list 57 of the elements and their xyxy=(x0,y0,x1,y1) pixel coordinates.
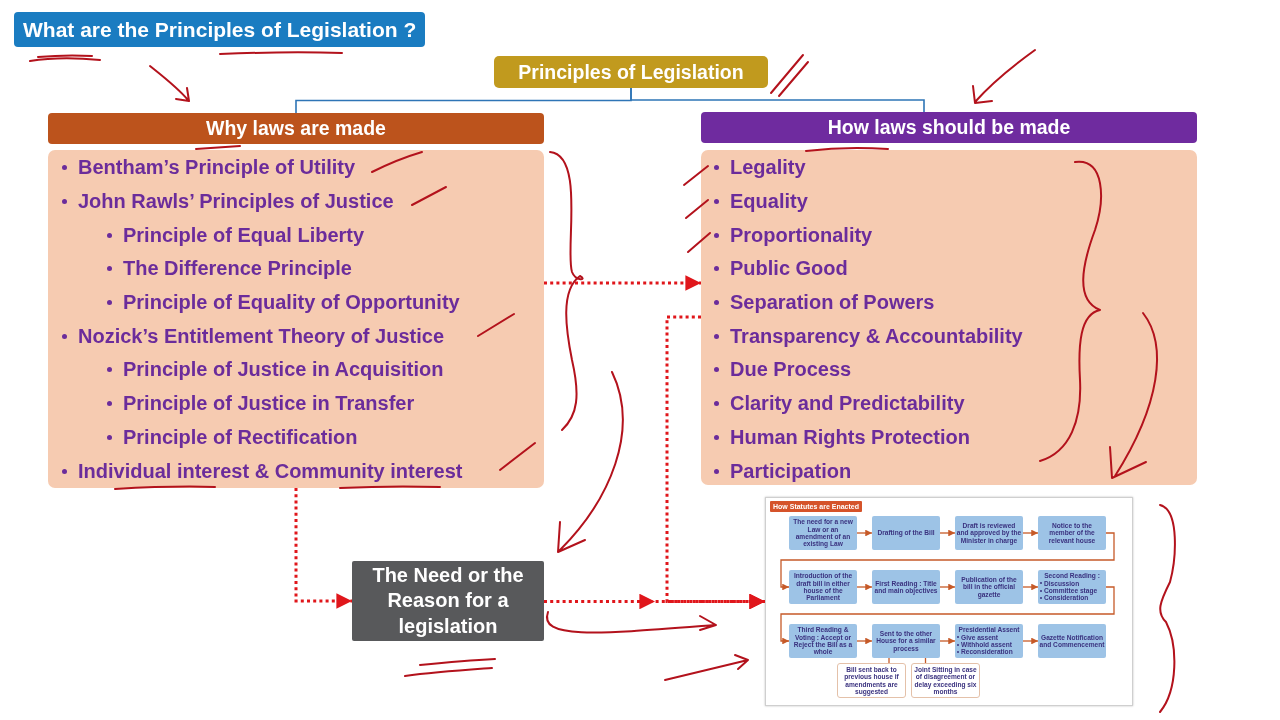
list-item: Separation of Powers xyxy=(730,291,935,315)
topic-label: Principles of Legislation xyxy=(518,60,744,84)
list-item: Participation xyxy=(730,459,852,483)
list-item: Due Process xyxy=(730,358,852,382)
connector-line xyxy=(630,87,925,113)
arrow xyxy=(780,586,1115,645)
arrow xyxy=(1022,583,1039,591)
list-panel xyxy=(701,150,1197,485)
arrow xyxy=(939,637,956,645)
list-item: Legality xyxy=(730,156,806,180)
list-item: Bentham’s Principle of Utility xyxy=(78,156,356,180)
topic-box xyxy=(494,56,768,88)
arrow xyxy=(1022,529,1039,537)
list-panel xyxy=(48,150,544,488)
list-item: Principle of Equal Liberty xyxy=(123,223,365,247)
step-box xyxy=(872,516,940,550)
header-bar xyxy=(701,112,1197,143)
header-bar xyxy=(48,113,544,144)
arrow xyxy=(544,275,701,291)
list-item: John Rawls’ Principles of Justice xyxy=(78,190,394,214)
arrow xyxy=(939,583,956,591)
inset-frame xyxy=(765,497,1133,706)
list-item: Principle of Equality of Opportunity xyxy=(123,291,460,315)
list-item: Transparency & Accountability xyxy=(730,324,1023,348)
step-box xyxy=(1038,570,1106,604)
arrow xyxy=(544,594,765,609)
step-box xyxy=(872,570,940,604)
reason-label: The Need or the Reason for a legislation xyxy=(371,562,525,639)
list-item: Individual interest & Community interest xyxy=(78,459,463,483)
list-item: Proportionality xyxy=(730,223,873,247)
header-label: How laws should be made xyxy=(827,116,1071,139)
arrow xyxy=(856,583,873,591)
list-item: The Difference Principle xyxy=(123,257,352,281)
arrow xyxy=(939,529,956,537)
list-item: Nozick’s Entitlement Theory of Justice xyxy=(78,324,444,348)
list-item: Principle of Justice in Acquisition xyxy=(123,358,444,382)
list-item: Clarity and Predictability xyxy=(730,392,965,416)
step-box xyxy=(1038,624,1106,658)
list-item: Principle of Justice in Transfer xyxy=(123,392,415,416)
note-box xyxy=(837,663,906,698)
arrow xyxy=(665,315,765,610)
connector-line xyxy=(924,657,927,664)
header-label: Why laws are made xyxy=(206,117,386,140)
list-item: Principle of Rectification xyxy=(123,425,358,449)
arrow xyxy=(294,488,352,609)
arrow xyxy=(780,532,1115,591)
list-item: Equality xyxy=(730,190,808,214)
connector-line xyxy=(888,657,890,664)
title-text: What are the Principles of Legislation ? xyxy=(23,17,417,42)
step-box xyxy=(1038,516,1106,550)
list-item: Public Good xyxy=(730,257,848,281)
arrow xyxy=(1022,637,1039,645)
reason-box xyxy=(352,561,544,641)
step-box xyxy=(955,624,1023,658)
arrow xyxy=(856,529,873,537)
list-item: Human Rights Protection xyxy=(730,425,970,449)
arrow xyxy=(856,637,873,645)
